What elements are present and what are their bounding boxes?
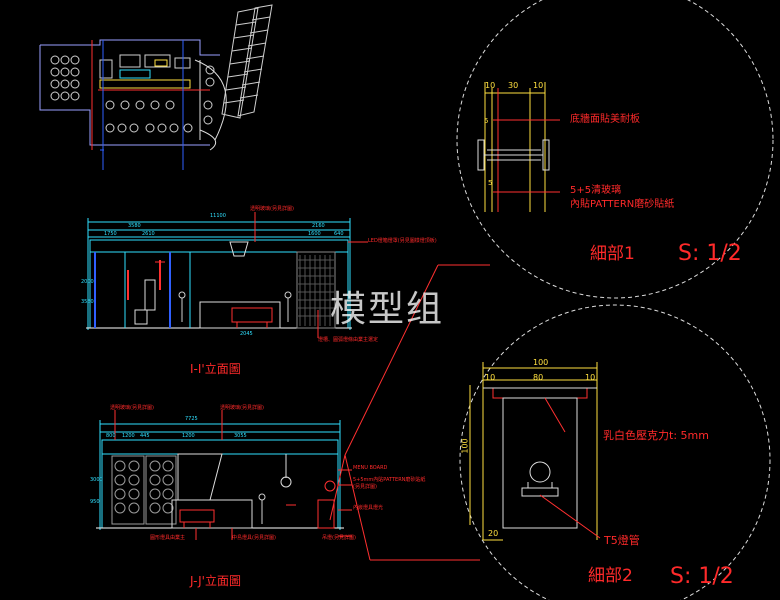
- elevation-1-dim-4: 1600: [308, 231, 321, 237]
- watermark-text: 模型组: [330, 289, 445, 330]
- detail-1-dim-e: 5: [488, 179, 493, 187]
- elevation-1-height-2: 3580: [81, 299, 94, 305]
- detail-1-title: 細部1: [590, 244, 635, 264]
- detail-2-label-tube: T5燈管: [604, 534, 640, 547]
- detail-1-label-panel: 底牆面貼美耐板: [570, 114, 640, 125]
- detail-1-lines: [477, 82, 560, 212]
- elevation-2-note-bottom-1: 圓形燈具由業主: [150, 535, 186, 541]
- elevation-2-lines: [96, 410, 352, 540]
- elevation-1-dim-2: 2610: [142, 231, 155, 237]
- elevation-1-title: I-I'立面圖: [190, 362, 241, 376]
- detail-1-dim-c: 10: [533, 81, 544, 90]
- elevation-2-note-pendant: 吊燈(另見詳圖): [322, 535, 356, 541]
- elevation-2-overall-dim: 7725: [185, 416, 198, 422]
- elevation-1-dim-6: 2160: [312, 223, 325, 229]
- detail-1-dim-b: 30: [508, 81, 519, 90]
- detail-2-scale: S: 1/2: [670, 564, 734, 589]
- detail-1-dim-a: 10: [485, 81, 496, 90]
- elevation-2-dim-5: 3055: [234, 433, 247, 439]
- elevation-2-dim-2: 1200: [122, 433, 135, 439]
- detail-2-label-acrylic: 乳白色壓克力t: 5mm: [603, 429, 709, 442]
- elevation-1-dim-5: 640: [334, 231, 344, 237]
- elevation-2-height-1: 3000: [90, 477, 103, 483]
- detail-2-dim-80: 80: [533, 373, 544, 382]
- detail-1-label-glass: 5+5清玻璃: [570, 185, 622, 196]
- detail-2-dim-10a: 10: [485, 373, 496, 382]
- elevation-2-note-top-2: 透明玻璃(另見詳圖): [220, 405, 264, 411]
- detail-1-label-pattern: 內貼PATTERN磨砂貼紙: [570, 199, 675, 210]
- elevation-1-note-3: 燈槽、圓弧燈條由業主選定: [318, 337, 379, 343]
- elevation-1-lines: [86, 212, 368, 338]
- elevation-2-dim-4: 1200: [182, 433, 195, 439]
- detail-2-dim-20: 20: [488, 529, 499, 538]
- elevation-1-overall-dim: 11100: [210, 213, 226, 219]
- elevation-2-title: J-J'立面圖: [190, 574, 241, 588]
- elevation-1-note-2: LED燈箱燈罩(另見圖樣燈頂板): [368, 238, 437, 244]
- elevation-1-height-1: 2000: [81, 279, 94, 285]
- elevation-1-dim-3: 3580: [128, 223, 141, 229]
- detail-2-dim-100: 100: [533, 358, 549, 367]
- elevation-2-note-bottom-2: 中島燈具(另見詳圖): [232, 535, 276, 541]
- detail-2-lines: [469, 362, 601, 541]
- elevation-2-height-2: 950: [90, 499, 100, 505]
- detail-circles: [456, 0, 774, 600]
- elevation-1-note-1: 透明玻璃(另見詳圖): [250, 206, 294, 212]
- elevation-1-bottom-dim: 2045: [240, 331, 253, 337]
- elevation-2-dim-1: 800: [106, 433, 116, 439]
- elevation-2-note-menu: MENU BOARD: [353, 465, 388, 471]
- elevation-1-dim-1: 1750: [104, 231, 117, 237]
- detail-2-dim-side: 100: [460, 438, 470, 454]
- elevation-2-note-light: 內嵌燈具燈光: [353, 505, 384, 511]
- elevation-2-note-glass: 5+5mm內貼PATTERN磨砂貼紙: [353, 477, 426, 483]
- elevation-2-dim-3: 445: [140, 433, 150, 439]
- detail-callouts: [329, 264, 490, 561]
- elevation-2-note-see-detail: (另見詳圖): [353, 484, 377, 490]
- detail-1-dim-d: 5: [484, 117, 489, 125]
- elevation-2-note-top-1: 透明玻璃(另見詳圖): [110, 405, 154, 411]
- detail-1-scale: S: 1/2: [678, 241, 742, 266]
- detail-2-dim-10b: 10: [585, 373, 596, 382]
- floor-plan: [39, 4, 273, 170]
- detail-2-title: 細部2: [588, 566, 633, 586]
